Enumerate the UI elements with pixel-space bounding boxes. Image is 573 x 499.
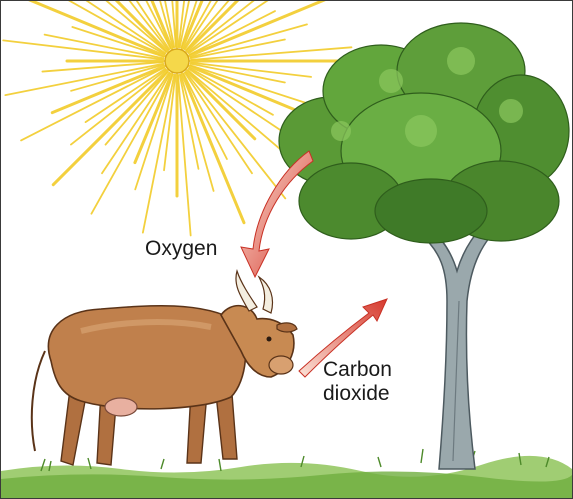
carbon-dioxide-label-line1: Carbon — [323, 358, 392, 382]
sun-ray — [189, 1, 290, 53]
sun-core — [165, 49, 189, 73]
carbon-dioxide-label-line2: dioxide — [323, 382, 392, 406]
carbon-dioxide-label: Carbon dioxide — [323, 358, 392, 406]
sun-ray — [187, 71, 255, 139]
sun-ray — [91, 73, 170, 213]
oxygen-label: Oxygen — [145, 237, 217, 261]
grass — [1, 449, 572, 498]
sun-ray — [135, 74, 172, 189]
sun-ray — [72, 27, 163, 57]
cow-icon — [32, 271, 297, 465]
